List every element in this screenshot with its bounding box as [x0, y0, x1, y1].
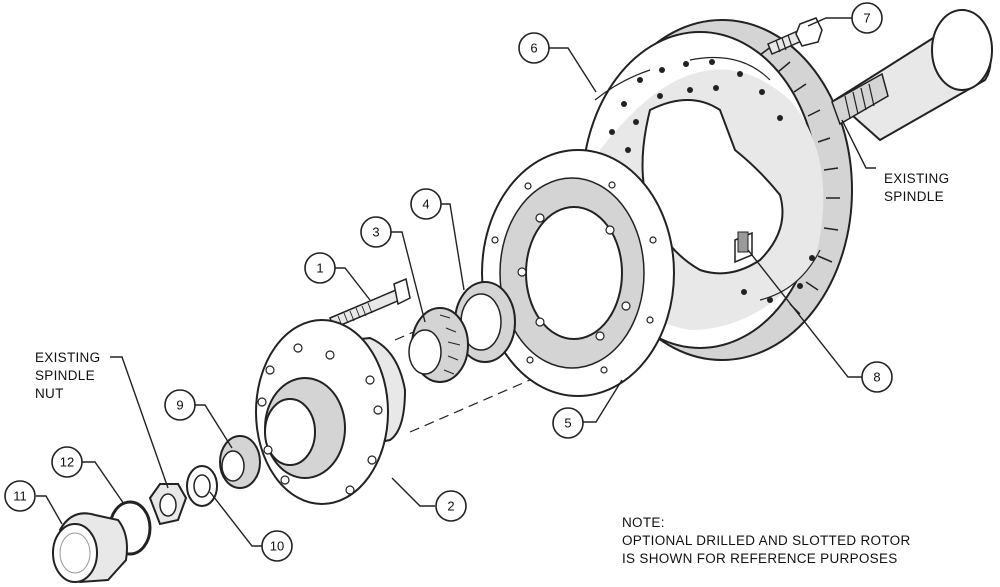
wheel-stud-part-8	[734, 231, 753, 264]
note-line-2: IS SHOWN FOR REFERENCE PURPOSES	[622, 551, 898, 566]
existing-spindle-label-line-2: SPINDLE	[884, 189, 944, 204]
existing-spindle-nut-label-line-3: NUT	[35, 386, 64, 401]
washer-part-10	[186, 465, 218, 507]
existing-spindle-label-line-1: EXISTING	[884, 171, 949, 186]
callout-1-number: 1	[316, 261, 323, 276]
callout-7: 7	[851, 2, 883, 34]
bolt-part-7	[767, 17, 823, 55]
existing-spindle-nut-label: EXISTING SPINDLE NUT	[35, 350, 100, 401]
existing-spindle-nut	[148, 483, 188, 526]
callout-5: 5	[552, 407, 584, 439]
leader-lines	[36, 17, 876, 547]
callout-11-number: 11	[13, 489, 27, 504]
existing-spindle-label: EXISTING SPINDLE	[884, 171, 949, 204]
bearing-part-9	[219, 435, 261, 489]
callout-2-number: 2	[447, 499, 454, 514]
hat-part-5	[481, 149, 675, 397]
callout-9: 9	[164, 389, 196, 421]
callout-11: 11	[4, 480, 36, 512]
callout-1: 1	[304, 252, 336, 284]
note-text: NOTE: OPTIONAL DRILLED AND SLOTTED ROTOR…	[622, 515, 911, 566]
existing-spindle-nut-label-line-1: EXISTING	[35, 350, 100, 365]
callout-8-number: 8	[873, 370, 880, 385]
callout-4: 4	[410, 188, 442, 220]
callout-10: 10	[261, 530, 293, 562]
hub-part-2	[255, 319, 407, 505]
callout-2: 2	[435, 490, 467, 522]
dust-cap-part-11	[52, 512, 128, 584]
callout-5-number: 5	[564, 416, 571, 431]
stud-part-1	[329, 277, 411, 329]
callout-7-number: 7	[863, 11, 870, 26]
callout-6: 6	[518, 32, 550, 64]
hub-stud-holes	[257, 343, 383, 495]
existing-spindle	[831, 9, 993, 142]
note-line-1: OPTIONAL DRILLED AND SLOTTED ROTOR	[622, 533, 911, 548]
callout-10-number: 10	[270, 539, 284, 554]
hat-bolt-holes	[491, 181, 657, 374]
callout-12-number: 12	[60, 455, 74, 470]
callout-12: 12	[51, 446, 83, 478]
callout-8: 8	[861, 361, 893, 393]
callout-3: 3	[360, 216, 392, 248]
existing-spindle-nut-label-line-2: SPINDLE	[35, 368, 95, 383]
callout-6-number: 6	[530, 41, 537, 56]
callout-3-number: 3	[372, 225, 379, 240]
note-heading: NOTE:	[622, 515, 665, 530]
bearing-part-3	[408, 307, 469, 383]
callout-4-number: 4	[422, 197, 429, 212]
callout-9-number: 9	[176, 398, 183, 413]
